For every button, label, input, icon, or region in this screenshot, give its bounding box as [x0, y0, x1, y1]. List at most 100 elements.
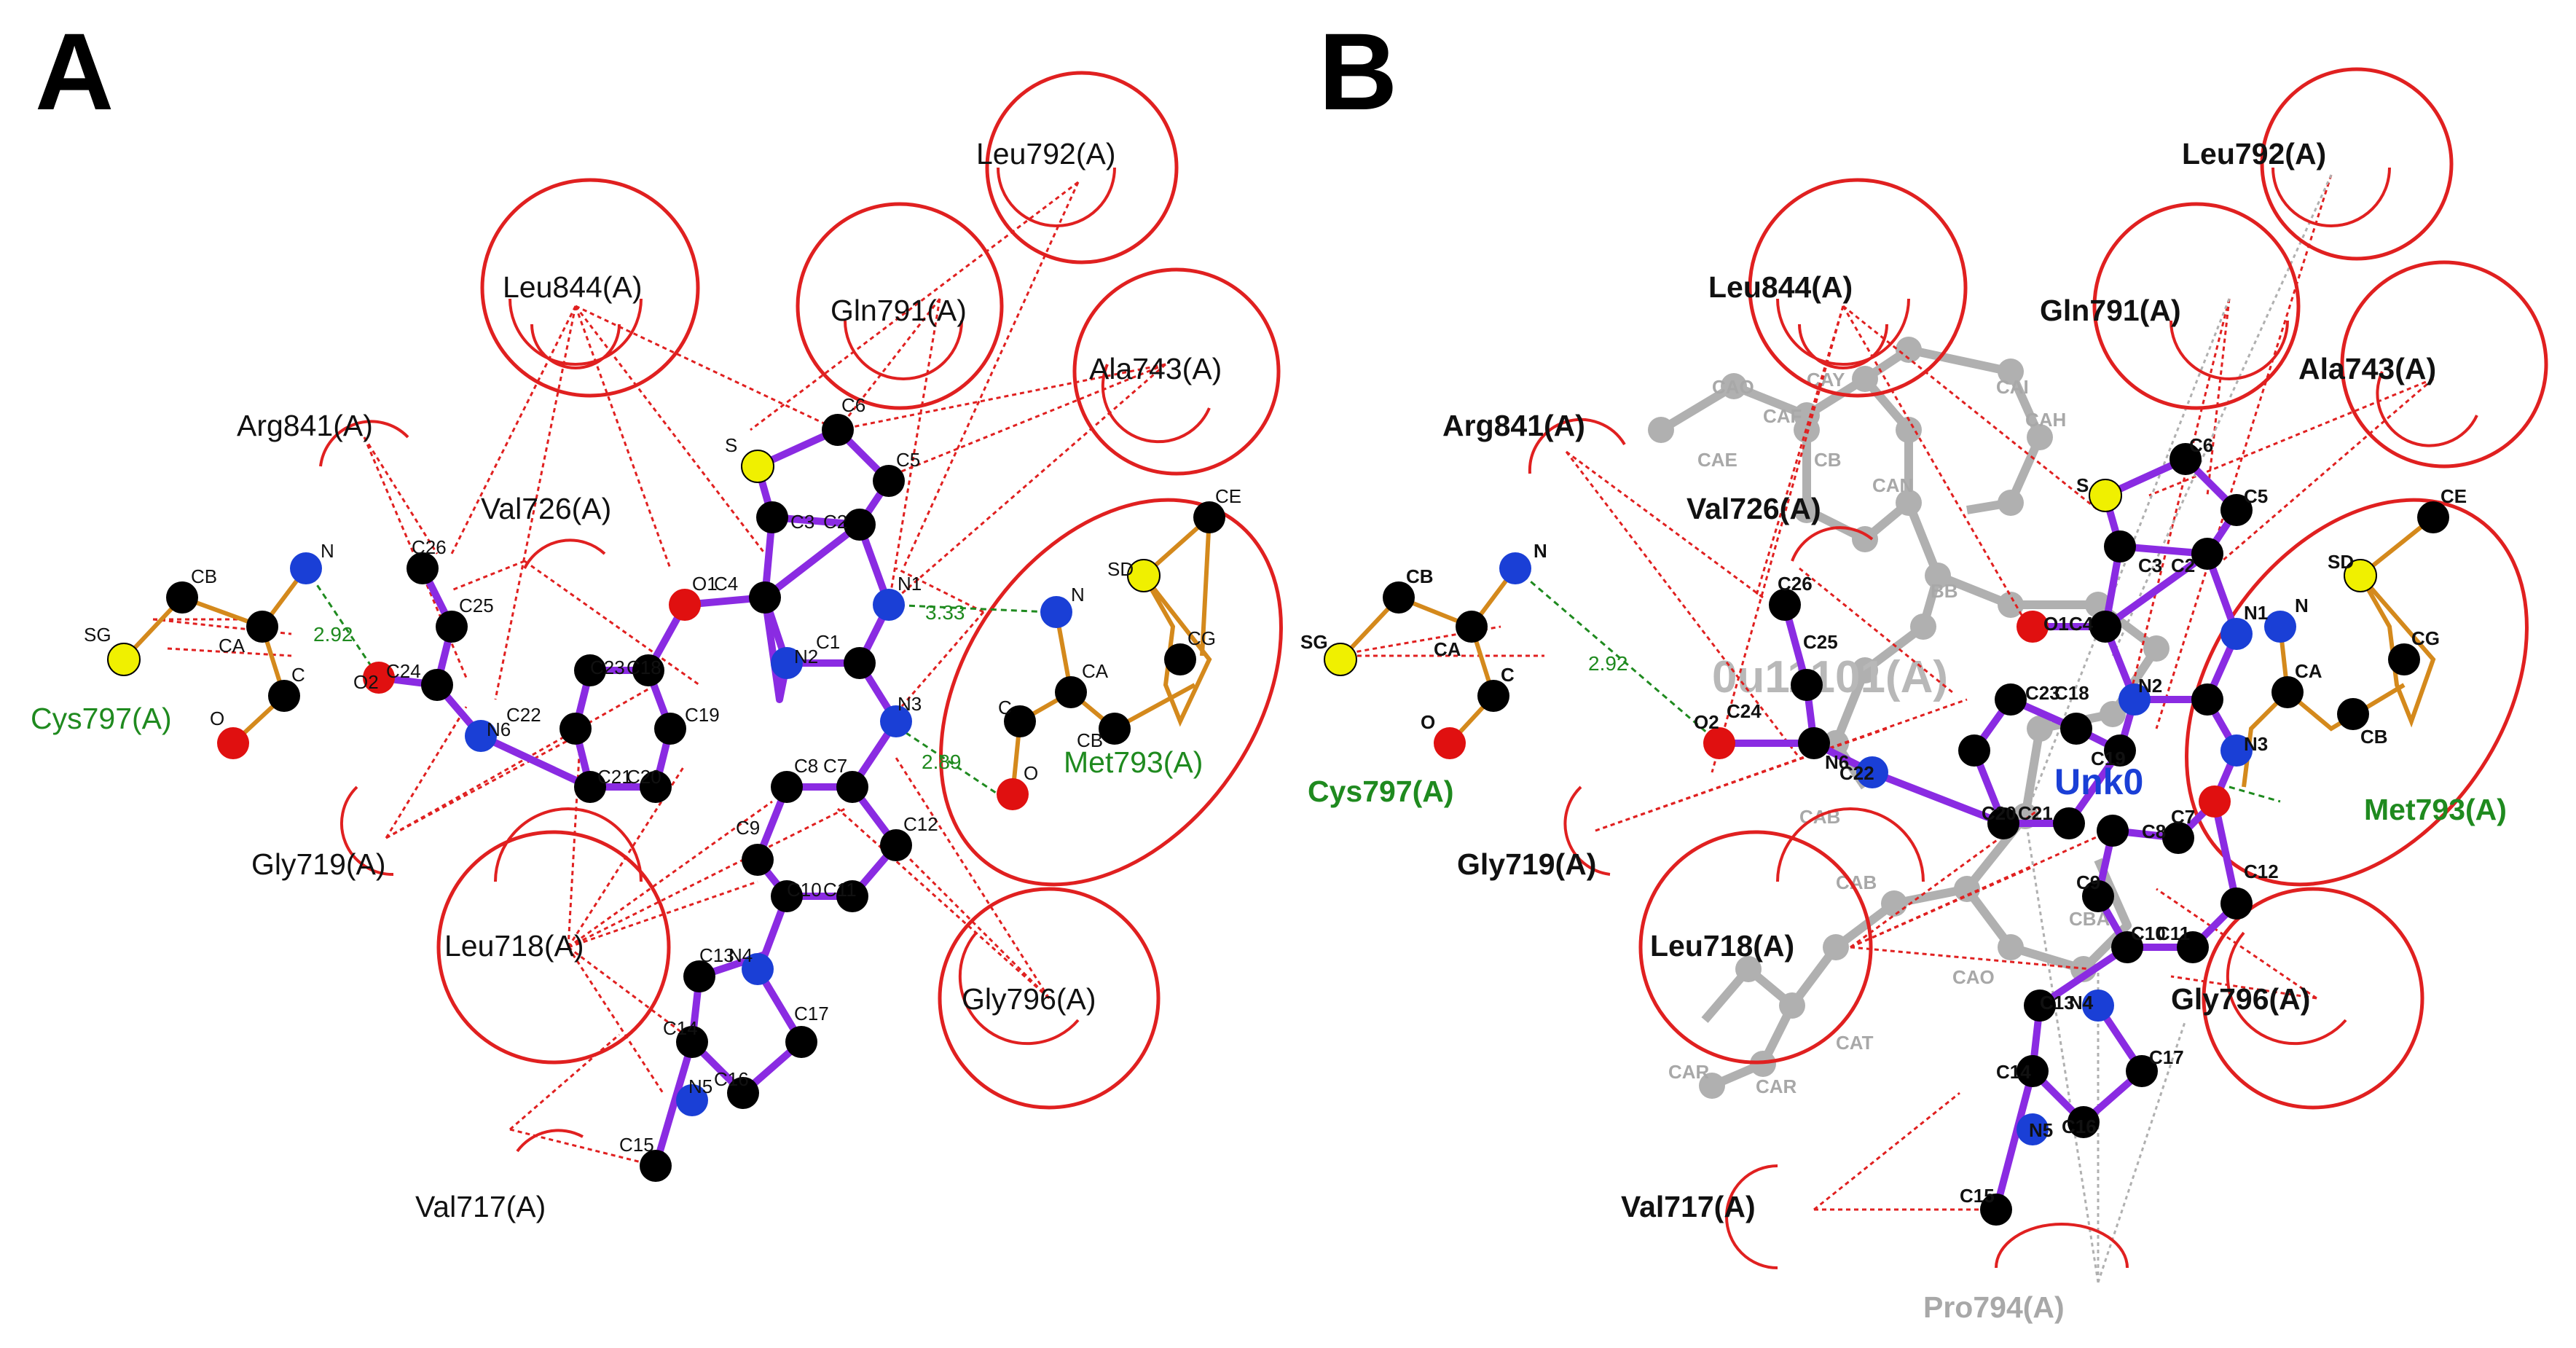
- atom-label: CB: [2360, 726, 2388, 748]
- residue-label-leu718: Leu718(A): [1650, 929, 1794, 963]
- atom-label: C: [291, 664, 305, 686]
- atom-label: C23: [2025, 682, 2060, 704]
- atom-label: N6: [487, 718, 511, 740]
- atom-label: C10: [787, 879, 822, 901]
- atom-label: CB: [1406, 565, 1434, 587]
- residue-label-met793: Met793(A): [1064, 745, 1203, 779]
- residue-label-leu792: Leu792(A): [2182, 137, 2326, 171]
- atom-label: CAH: [2025, 409, 2066, 431]
- atom-label: C16: [714, 1068, 749, 1090]
- residue-label-leu844: Leu844(A): [1708, 270, 1853, 304]
- residue-label-cys797: Cys797(A): [1308, 775, 1454, 808]
- residue-label-gly719: Gly719(A): [1457, 847, 1596, 881]
- atom-label: CAR: [1756, 1075, 1797, 1097]
- atom-label: C21: [597, 766, 632, 788]
- panel-b-letter: B: [1319, 10, 1397, 133]
- residue-label-val717: Val717(A): [1621, 1190, 1756, 1223]
- residue-atoms-a: [107, 501, 1225, 810]
- atom-label: C3: [790, 511, 814, 533]
- hbond-label-b-1: 2.92: [1588, 652, 1628, 675]
- residue-label-val726: Val726(A): [481, 492, 611, 525]
- hbond-label-a-2: 3.33: [925, 601, 965, 624]
- atom-label: C9: [736, 817, 760, 839]
- residue-label-arg841: Arg841(A): [237, 409, 373, 442]
- atom-label: C25: [459, 595, 494, 616]
- atom-label: CG: [1187, 627, 1216, 649]
- residue-label-gly719: Gly719(A): [251, 847, 386, 881]
- atom-label: CAO: [1952, 966, 1995, 988]
- atom-label: N2: [2138, 675, 2162, 697]
- atom-label: C20: [627, 766, 661, 788]
- hydrophobic-arcs-a: [319, 167, 1211, 1153]
- atom-label: C4: [2069, 613, 2094, 635]
- atom-label: CAR: [1668, 1061, 1710, 1083]
- atom-label: C15: [619, 1134, 654, 1156]
- hbonds-b: [1515, 567, 2281, 803]
- atom-label: C19: [685, 704, 720, 726]
- residue-label-gln791: Gln791(A): [2040, 294, 2181, 327]
- atom-label: C: [1501, 664, 1515, 686]
- atom-label: CAO: [1712, 376, 1754, 398]
- atom-label: CB: [1077, 729, 1103, 751]
- ligand-atom-labels-a: S C6 C5 C3 C2 N1 N2 C1 C4 O1 N3 C8 C7 C1…: [353, 394, 938, 1156]
- atom-label: CAI: [1996, 376, 2029, 398]
- atom-label: N5: [688, 1075, 712, 1097]
- atom-label: O: [1024, 762, 1038, 784]
- atom-label: C26: [412, 536, 447, 558]
- atom-label: N4: [2069, 992, 2094, 1014]
- hbond-label-a-3: 2.89: [922, 751, 962, 773]
- atom-label: C11: [823, 879, 857, 901]
- atom-label: C19: [2091, 748, 2126, 769]
- atom-label: O2: [353, 671, 379, 693]
- atom-label: C9: [2076, 871, 2100, 893]
- atom-label: C2: [823, 511, 847, 533]
- atom-label: N: [321, 540, 334, 562]
- atom-label: O1: [2043, 613, 2069, 635]
- ligand-atom-labels-b: S C6 C5 C3 C2 N1 O1 C4 N2 N3 C19 C23 C18…: [1694, 434, 2279, 1207]
- atom-label: C16: [2062, 1116, 2097, 1137]
- residue-atom-labels-a: CB N CA C SG O SD CE N CA CG C CB O: [84, 485, 1241, 784]
- atom-label: N3: [898, 693, 922, 715]
- atom-label: S: [2076, 474, 2089, 496]
- atom-label: C13: [2040, 992, 2075, 1014]
- atom-label: C2: [2171, 555, 2195, 576]
- hydrophobic-arcs-b: [1528, 167, 2478, 1269]
- atom-label: C3: [2138, 555, 2162, 576]
- residue-label-leu844: Leu844(A): [503, 270, 642, 304]
- atom-label: CG: [2411, 627, 2440, 649]
- residue-label-val717: Val717(A): [415, 1190, 546, 1223]
- atom-label: C24: [1727, 700, 1762, 722]
- atom-label: CAF: [1763, 405, 1802, 427]
- residue-label-ala743: Ala743(A): [1089, 352, 1222, 385]
- atom-label: C11: [2156, 922, 2190, 944]
- atom-label: N: [1534, 540, 1547, 562]
- atom-label: C17: [2149, 1046, 2184, 1068]
- atom-label: N1: [2244, 602, 2268, 624]
- atom-label: C18: [627, 657, 661, 678]
- atom-label: N4: [729, 944, 753, 966]
- atom-label: C15: [1960, 1185, 1995, 1207]
- residue-label-arg841: Arg841(A): [1442, 409, 1585, 442]
- residue-label-gly796: Gly796(A): [962, 982, 1096, 1016]
- atom-label: C6: [2189, 434, 2213, 456]
- atom-label: SG: [84, 624, 111, 646]
- atom-label: C5: [2244, 485, 2268, 507]
- residue-circles-b: [1638, 67, 2548, 1110]
- atom-label: C18: [2054, 682, 2089, 704]
- atom-label: O: [210, 708, 224, 729]
- atom-label: CA: [1082, 660, 1109, 682]
- residue-label-ala743: Ala743(A): [2298, 352, 2436, 385]
- atom-label: CB: [191, 565, 217, 587]
- atom-label: CA: [1434, 638, 1461, 660]
- atom-label: S: [725, 434, 737, 456]
- atom-label: C1: [816, 631, 840, 653]
- atom-label: C23: [590, 657, 625, 678]
- reference-ligand-labels-b: CAO CAY CAI CAH CAE CAF CB CAN BB CAR CA…: [1668, 369, 2110, 1097]
- atom-label: C10: [2131, 922, 2166, 944]
- atom-label: C: [998, 697, 1012, 718]
- residue-label-leu718: Leu718(A): [444, 929, 584, 963]
- residue-labels-a: Leu844(A) Leu792(A) Gln791(A) Ala743(A) …: [31, 137, 1222, 1223]
- atom-label: CA: [2295, 660, 2322, 682]
- atom-label: C13: [699, 944, 734, 966]
